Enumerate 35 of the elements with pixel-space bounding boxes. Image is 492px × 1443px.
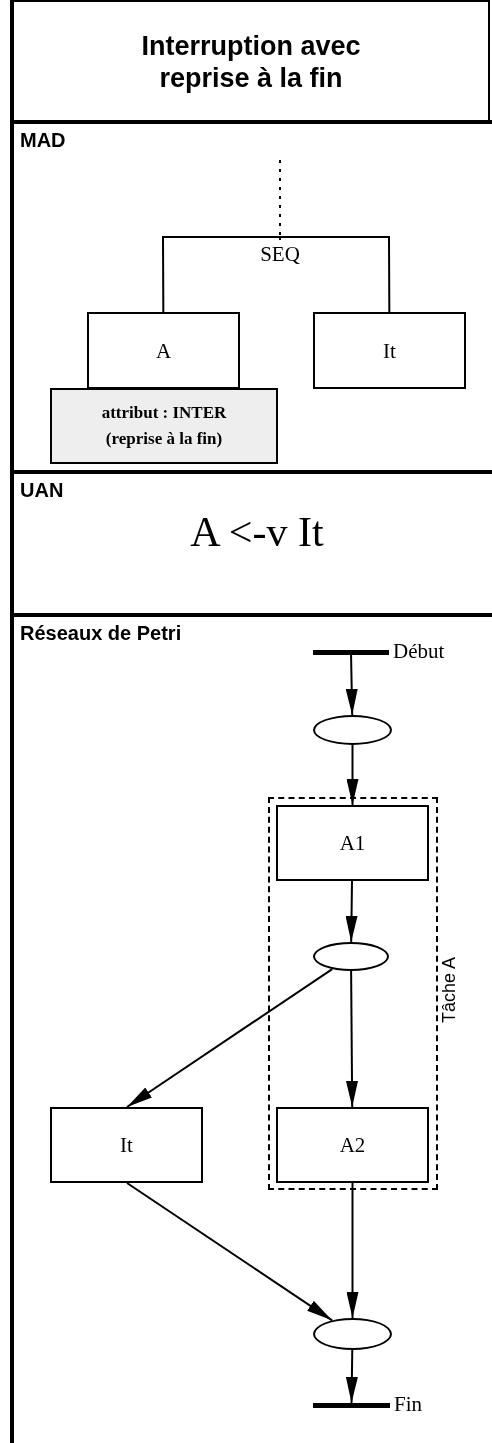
- uan-expression: A <-v It: [189, 508, 325, 557]
- attribute-box: [50, 388, 278, 464]
- arrow: [345, 880, 358, 943]
- transition-bar: [313, 650, 389, 655]
- task-box: [276, 805, 429, 881]
- arrow: [126, 968, 334, 1108]
- task-box: [87, 312, 240, 389]
- arrow: [346, 970, 358, 1108]
- box-label: A: [155, 338, 172, 363]
- section-heading: Réseaux de Petri: [20, 621, 182, 645]
- connector-line: [279, 236, 391, 313]
- section-heading: UAN: [20, 478, 64, 502]
- operator-label: SEQ: [260, 242, 300, 266]
- transition-bar: [313, 1403, 390, 1408]
- title: Interruption avec reprise à la fin: [140, 30, 362, 94]
- arrow: [346, 744, 359, 806]
- group-label: Tâche A: [439, 957, 459, 1024]
- task-box: [50, 1107, 203, 1183]
- section-panel: [10, 120, 492, 472]
- section-heading: MAD: [20, 128, 66, 152]
- task-box: [276, 1107, 429, 1183]
- section-panel: [10, 470, 492, 615]
- attribute-text: attribut : INTER (reprise à la fin): [100, 402, 228, 450]
- box-label: A2: [339, 1133, 366, 1157]
- section-panel: [10, 613, 492, 1443]
- arrow: [345, 654, 358, 716]
- connector-line: [162, 236, 281, 313]
- bar-label: Fin: [394, 1391, 422, 1416]
- arrow: [345, 1349, 358, 1404]
- bar-label: Début: [393, 638, 445, 663]
- box-label: A1: [339, 831, 366, 855]
- box-label: It: [383, 338, 396, 363]
- task-box: [313, 312, 466, 389]
- arrow: [346, 1182, 359, 1319]
- box-label: It: [120, 1133, 133, 1157]
